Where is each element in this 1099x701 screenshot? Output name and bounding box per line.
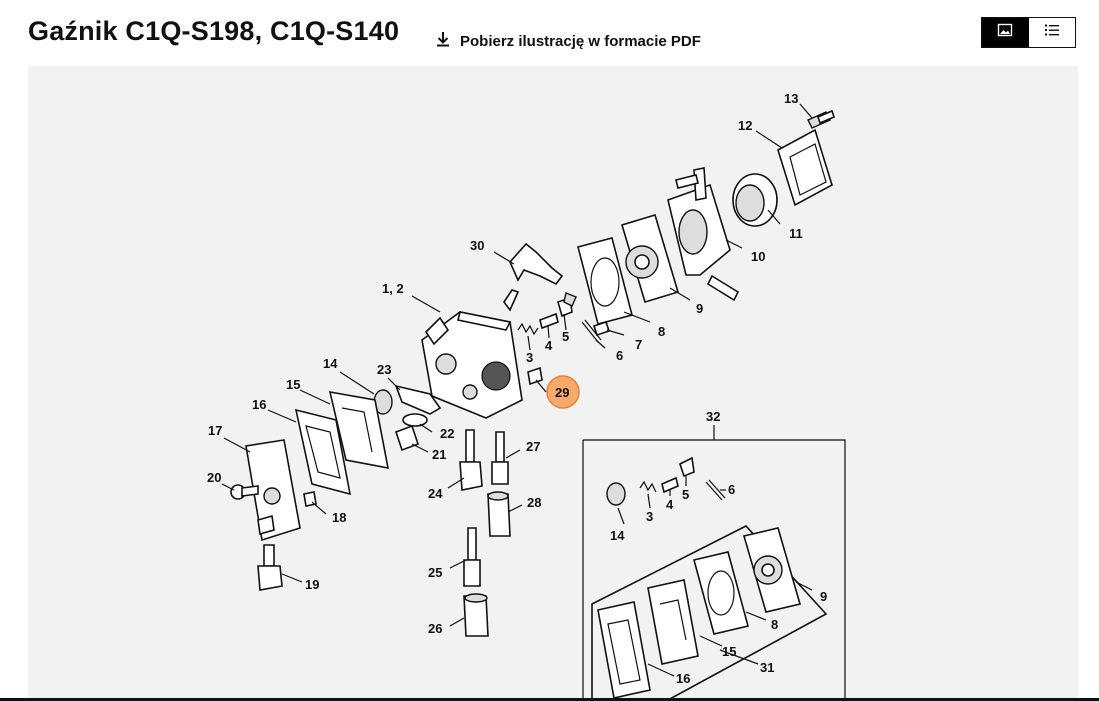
spring-3-part [517, 322, 539, 336]
pump-cover-10-part [667, 167, 740, 302]
kit-needle-4-part [661, 476, 679, 494]
kit-gasket-8-part [693, 551, 749, 635]
callout-28[interactable]: 28 [527, 495, 541, 510]
screw-7-part [592, 320, 611, 337]
callout-13[interactable]: 13 [784, 91, 798, 106]
callout-1-2[interactable]: 1, 2 [382, 281, 404, 296]
leader-lines [221, 103, 813, 627]
primer-19-part [257, 544, 283, 591]
download-icon [434, 30, 452, 52]
kit-spring-3-part [639, 480, 657, 493]
gasket-12-part [777, 128, 833, 207]
adjuster-21-part [394, 424, 420, 452]
nut-29-part [527, 366, 543, 386]
callout-32[interactable]: 32 [706, 409, 720, 424]
kit-callout-8[interactable]: 8 [771, 617, 778, 632]
callout-25[interactable]: 25 [428, 565, 442, 580]
callout-26[interactable]: 26 [428, 621, 442, 636]
kit-diaphragm-16-part [597, 601, 651, 699]
kit-callout-6[interactable]: 6 [728, 482, 735, 497]
diaphragm-9-part [621, 214, 679, 303]
callout-21[interactable]: 21 [432, 447, 446, 462]
plate-23-part [394, 384, 442, 415]
cover-17-part [245, 439, 301, 542]
diaphragm-11-part [732, 173, 778, 227]
page-title: Gaźnik C1Q-S198, C1Q-S140 [28, 16, 400, 46]
needle-25-part [463, 527, 481, 587]
kit-lever-5-part [679, 456, 695, 478]
screw-13-part [807, 109, 835, 129]
limiter-26-part [463, 593, 489, 637]
diaphragm-16-part [294, 408, 352, 496]
callout-18[interactable]: 18 [332, 510, 346, 525]
bottom-divider [0, 698, 1099, 701]
callout-labels: 13 12 11 10 9 8 7 6 5 4 3 30 1, 2 29 14 … [207, 91, 827, 686]
kit-callout-31[interactable]: 31 [760, 660, 774, 675]
lever-5-part [557, 292, 577, 318]
download-pdf-label: Pobierz ilustrację w formacie PDF [460, 32, 701, 50]
callout-14[interactable]: 14 [323, 356, 338, 371]
callout-17[interactable]: 17 [208, 423, 222, 438]
carburetor-body-part [421, 289, 523, 419]
callout-15[interactable]: 15 [286, 377, 300, 392]
callout-4[interactable]: 4 [545, 338, 553, 353]
kit-gasket-15-part [647, 579, 699, 665]
callout-30[interactable]: 30 [470, 238, 484, 253]
callout-7[interactable]: 7 [635, 337, 642, 352]
callout-27[interactable]: 27 [526, 439, 540, 454]
image-icon [997, 22, 1013, 43]
highlight-29[interactable] [546, 375, 580, 409]
callout-12[interactable]: 12 [738, 118, 752, 133]
kit-callout-3[interactable]: 3 [646, 509, 653, 524]
kit-callout-16[interactable]: 16 [676, 671, 690, 686]
choke-lever-30-part [509, 242, 564, 286]
kit-callout-5[interactable]: 5 [682, 487, 689, 502]
callout-10[interactable]: 10 [751, 249, 765, 264]
callout-19[interactable]: 19 [305, 577, 319, 592]
callout-20[interactable]: 20 [207, 470, 221, 485]
view-toggle [981, 17, 1076, 48]
screw-20-part [230, 484, 259, 500]
kit-callout-14[interactable]: 14 [610, 528, 625, 543]
callout-3[interactable]: 3 [526, 350, 533, 365]
callout-5[interactable]: 5 [562, 329, 569, 344]
image-view-button[interactable] [982, 18, 1029, 47]
callout-9[interactable]: 9 [696, 301, 703, 316]
callout-24[interactable]: 24 [428, 486, 443, 501]
ring-22-part [402, 413, 428, 427]
limiter-28-part [487, 491, 511, 537]
list-icon [1044, 22, 1060, 43]
kit-pin-6-part [705, 479, 726, 501]
kit-callout-15[interactable]: 15 [722, 644, 736, 659]
needle-4-part [539, 312, 559, 330]
kit-diaphragm-9-part [742, 527, 802, 613]
callout-29[interactable]: 29 [555, 385, 569, 400]
callout-11[interactable]: 11 [789, 226, 803, 241]
list-view-button[interactable] [1029, 18, 1076, 47]
callout-23[interactable]: 23 [377, 362, 391, 377]
kit-callout-4[interactable]: 4 [666, 497, 674, 512]
callout-6[interactable]: 6 [616, 348, 623, 363]
needle-24-part [459, 429, 483, 491]
needle-27-part [491, 431, 509, 485]
exploded-diagram[interactable]: 13 12 11 10 9 8 7 6 5 4 3 30 1, 2 29 14 … [28, 66, 1078, 700]
callout-8[interactable]: 8 [658, 324, 665, 339]
page-header: Gaźnik C1Q-S198, C1Q-S140 Pobierz ilustr… [0, 0, 1099, 66]
gasket-8-part [577, 237, 633, 325]
kit-callout-9[interactable]: 9 [820, 589, 827, 604]
pin-6-part [581, 319, 602, 343]
download-pdf-link[interactable]: Pobierz ilustrację w formacie PDF [434, 30, 701, 52]
callout-22[interactable]: 22 [440, 426, 454, 441]
kit-32-box [582, 439, 846, 700]
gasket-15-part [328, 390, 390, 470]
callout-16[interactable]: 16 [252, 397, 266, 412]
kit-screen-14-part [606, 482, 626, 506]
